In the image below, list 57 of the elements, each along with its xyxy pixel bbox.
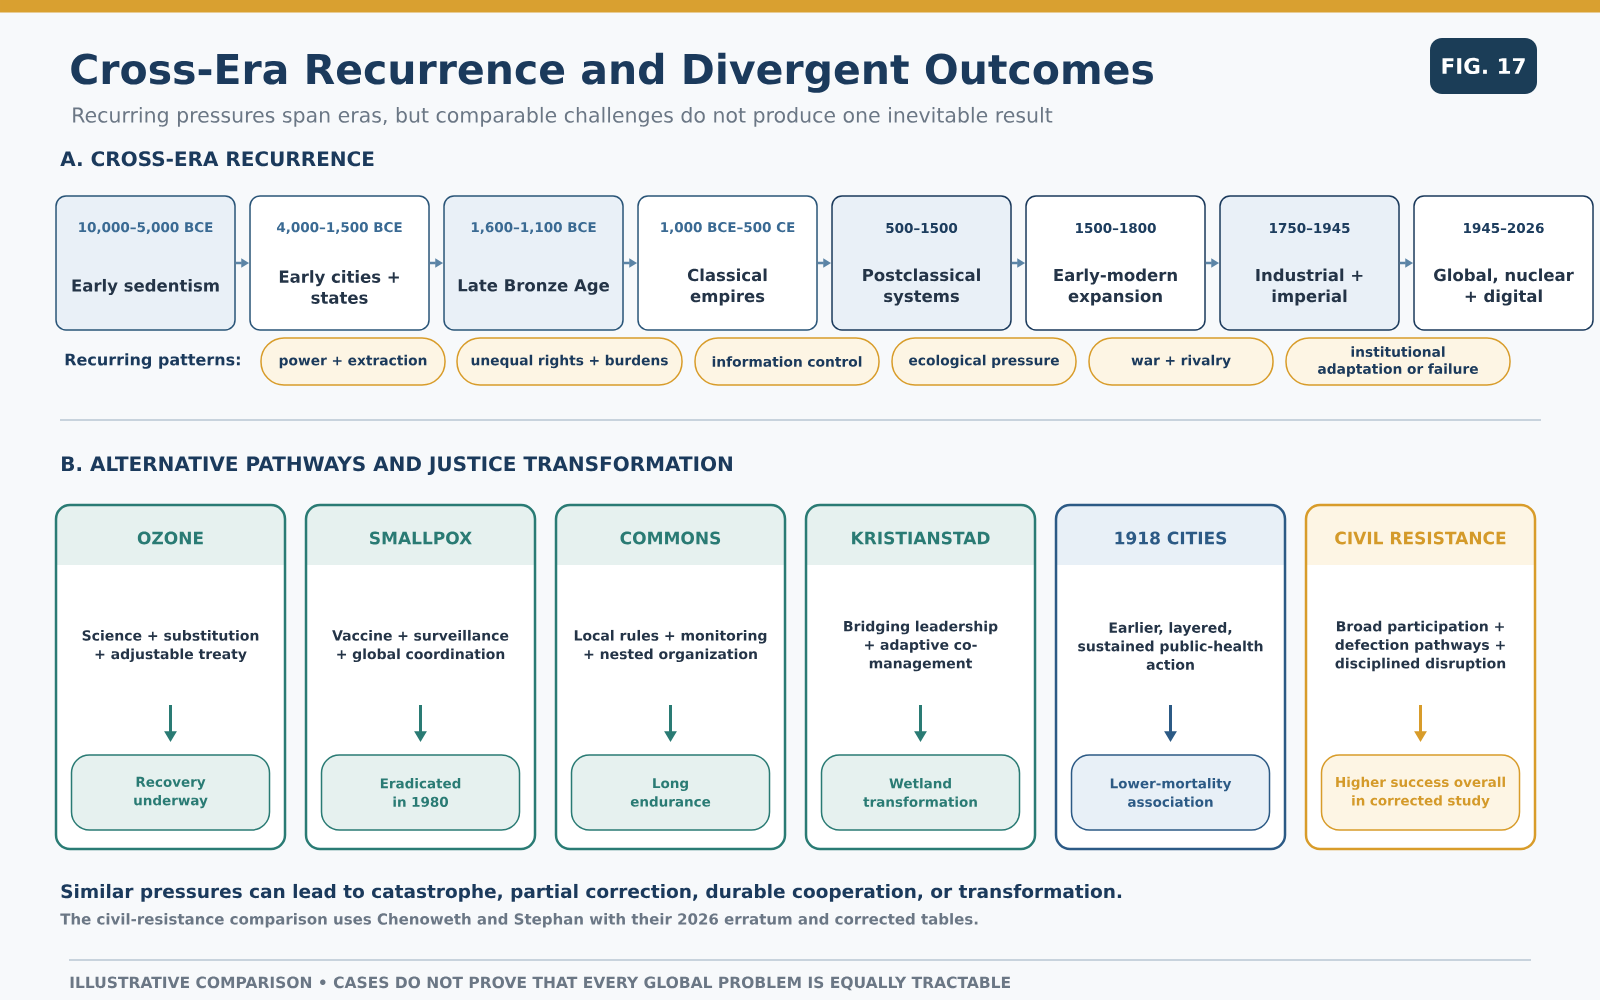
outcome-box: Lower-mortality association: [1070, 754, 1271, 831]
case-heading: OZONE: [137, 531, 203, 545]
date-label: 1500–1800: [1076, 222, 1156, 234]
case-heading: CIVIL RESISTANCE: [1335, 531, 1506, 545]
footer-note: ILLUSTRATIVE COMPARISON • CASES DO NOT PROVE THAT EVERY GLOBAL PROBLEM IS EQUALLY TRACTABLE: [70, 976, 1010, 991]
era-label: Late Bronze Age: [458, 279, 609, 295]
date-label: 500–1500: [886, 222, 958, 234]
section-heading: B. ALTERNATIVE PATHWAYS AND JUSTICE TRANSFORMATION: [62, 456, 732, 475]
case-heading: SMALLPOX: [370, 531, 472, 545]
date-label: 1,000 BCE–500 CE: [661, 222, 795, 234]
era-label: Classical empires: [687, 268, 767, 306]
pattern-pill: institutional adaptation or failure: [1285, 337, 1511, 386]
era-label: Postclassical systems: [863, 268, 980, 306]
era-box: [55, 195, 236, 331]
strategy-text: Science + substitution + adjustable treaty: [82, 629, 259, 663]
era-label: Global, nuclear + digital: [1434, 268, 1574, 306]
case-heading: COMMONS: [620, 531, 721, 545]
outcome-box: Higher success overall in corrected study: [1320, 754, 1521, 831]
row-label: Recurring patterns:: [65, 353, 240, 369]
date-label: 1750–1945: [1270, 222, 1350, 234]
source-note: The civil-resistance comparison uses Chenoweth and Stephan with their 2026 erratum and corrected tables.: [60, 913, 978, 928]
section-heading: A. CROSS-ERA RECURRENCE: [60, 151, 374, 167]
date-label: 1,600–1,100 BCE: [471, 222, 596, 234]
date-label: 1945–2026: [1464, 222, 1544, 234]
era-box: [1219, 195, 1400, 331]
era-label: Early sedentism: [72, 278, 219, 296]
era-box: [1025, 195, 1206, 331]
era-box: [443, 195, 624, 331]
subtitle: Recurring pressures span eras, but comparable challenges do not produce one inevitable result: [73, 106, 1053, 127]
pattern-pill: war + rivalry: [1088, 337, 1274, 386]
case-heading: 1918 CITIES: [1115, 531, 1227, 545]
date-label: 10,000–5,000 BCE: [79, 222, 213, 234]
strategy-text: Bridging leadership + adaptive co-management: [844, 620, 998, 672]
case-heading: KRISTIANSTAD: [852, 531, 990, 545]
date-label: 4,000–1,500 BCE: [277, 222, 402, 234]
outcome-box: Recovery underway: [70, 754, 271, 831]
outcome-box: Eradicated in 1980: [320, 754, 521, 831]
pattern-pill: ecological pressure: [891, 337, 1077, 386]
era-box: [831, 195, 1012, 331]
era-box: [249, 195, 430, 331]
era-box: [637, 195, 818, 331]
title: Cross-Era Recurrence and Divergent Outcomes: [71, 52, 1153, 93]
strategy-text: Broad participation + defection pathways + disciplined disruption: [1335, 620, 1506, 672]
era-label: Early cities + states: [279, 270, 399, 304]
era-label: Industrial + imperial: [1256, 268, 1363, 306]
figure-badge: FIG. 17: [1430, 38, 1537, 94]
era-label: Early-modern expansion: [1054, 268, 1177, 306]
outcome-box: Wetland transformation: [820, 754, 1021, 831]
strategy-text: Local rules + monitoring + nested organization: [574, 629, 767, 663]
pattern-pill: information control: [694, 337, 880, 386]
summary-text: Similar pressures can lead to catastrophe, partial correction, durable cooperation, or transformation.: [61, 883, 1122, 902]
outcome-box: Long endurance: [570, 754, 771, 831]
era-box: [1413, 195, 1594, 331]
pattern-pill: power + extraction: [260, 337, 446, 386]
pattern-pill: unequal rights + burdens: [456, 337, 683, 386]
strategy-text: Vaccine + surveillance + global coordination: [332, 629, 509, 663]
strategy-text: Earlier, layered, sustained public-health action: [1078, 622, 1263, 670]
